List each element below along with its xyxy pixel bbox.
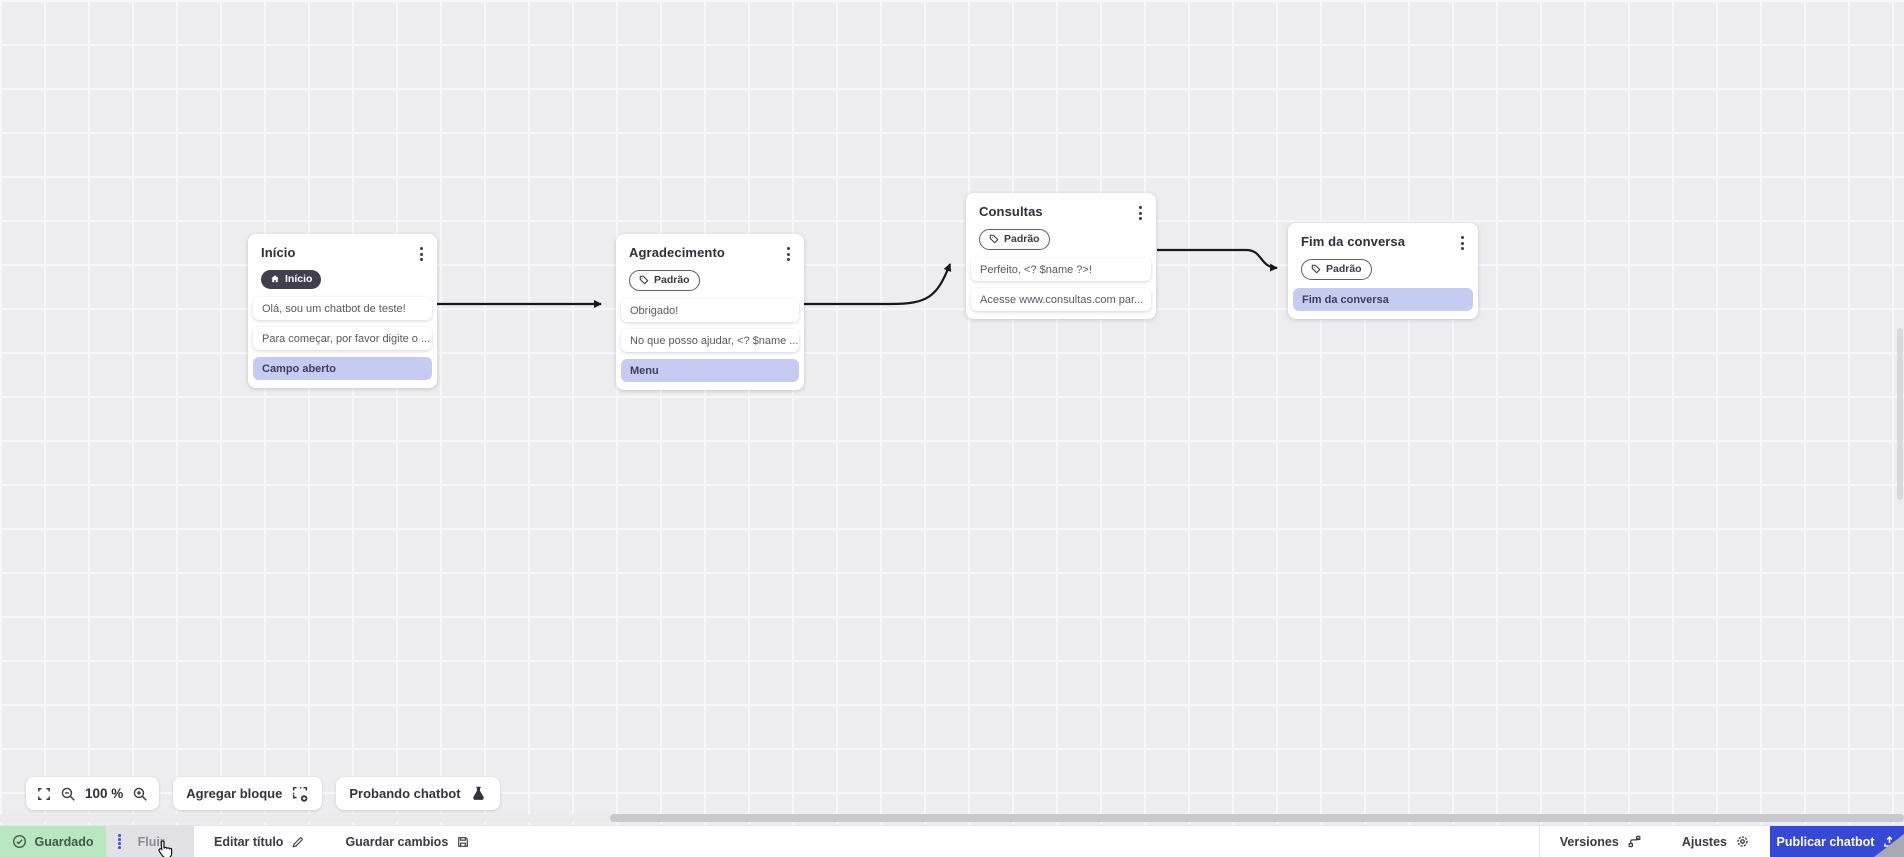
home-icon bbox=[271, 275, 279, 283]
save-changes-button[interactable]: Guardar cambios bbox=[325, 826, 490, 857]
node-fim-da-conversa[interactable]: Fim da conversa Padrão Fim da conversa bbox=[1288, 223, 1478, 319]
kebab-menu-icon[interactable] bbox=[416, 245, 427, 263]
node-agradecimento[interactable]: Agradecimento Padrão Obrigado! No que po… bbox=[616, 234, 804, 390]
node-badge: Padrão bbox=[979, 229, 1050, 250]
node-title: Consultas bbox=[979, 204, 1043, 219]
zoom-out-icon[interactable] bbox=[60, 786, 76, 802]
versions-button[interactable]: Versiones bbox=[1540, 826, 1662, 857]
add-block-icon bbox=[293, 786, 308, 802]
tag-icon bbox=[639, 275, 649, 285]
input-block[interactable]: Campo aberto bbox=[253, 357, 432, 381]
fit-screen-icon[interactable] bbox=[37, 787, 51, 801]
edit-title-button[interactable]: Editar título bbox=[194, 826, 325, 857]
message-block[interactable]: Acesse www.consultas.com par... bbox=[971, 287, 1151, 311]
message-block[interactable]: Perfeito, <? $name ?>! bbox=[971, 257, 1151, 281]
message-block[interactable]: Para começar, por favor digite o ... bbox=[253, 327, 432, 351]
pencil-icon bbox=[292, 836, 304, 847]
canvas-toolbar: 100 % Agregar bloque Probando chatbot bbox=[26, 777, 500, 810]
message-block[interactable]: Obrigado! bbox=[621, 298, 799, 322]
floppy-disk-icon bbox=[458, 836, 469, 847]
kebab-menu-icon[interactable] bbox=[1457, 234, 1468, 252]
saved-status-badge: Guardado bbox=[0, 826, 106, 857]
menu-block[interactable]: Menu bbox=[621, 358, 799, 382]
node-title: Início bbox=[261, 245, 296, 260]
horizontal-scrollbar[interactable] bbox=[0, 814, 1904, 822]
node-badge: Início bbox=[261, 270, 322, 289]
mouse-cursor bbox=[158, 840, 173, 857]
add-block-button[interactable]: Agregar bloque bbox=[173, 777, 323, 810]
node-badge: Padrão bbox=[629, 270, 700, 291]
gear-icon bbox=[1737, 836, 1748, 847]
vertical-scrollbar-thumb[interactable] bbox=[1897, 328, 1903, 500]
check-circle-icon bbox=[13, 835, 27, 848]
wire-agradecimento-consultas bbox=[804, 263, 952, 306]
zoom-controls: 100 % bbox=[26, 777, 160, 810]
status-bar: Guardado Fluir Editar título Guardar cam… bbox=[0, 825, 1904, 857]
kebab-menu-icon[interactable] bbox=[1135, 204, 1146, 222]
tab-flow[interactable]: Fluir bbox=[106, 826, 194, 857]
drag-handle-icon[interactable] bbox=[118, 834, 121, 849]
zoom-in-icon[interactable] bbox=[132, 786, 148, 802]
message-block[interactable]: Olá, sou um chatbot de teste! bbox=[253, 297, 432, 321]
node-title: Agradecimento bbox=[629, 245, 725, 260]
tag-icon bbox=[1311, 264, 1321, 274]
end-block[interactable]: Fim da conversa bbox=[1293, 287, 1473, 311]
node-badge: Padrão bbox=[1301, 259, 1372, 280]
kebab-menu-icon[interactable] bbox=[783, 245, 794, 263]
flask-icon bbox=[472, 786, 484, 800]
node-inicio[interactable]: Início Início Olá, sou um chatbot de tes… bbox=[248, 234, 437, 389]
node-title: Fim da conversa bbox=[1301, 234, 1406, 249]
node-consultas[interactable]: Consultas Padrão Perfeito, <? $name ?>! … bbox=[966, 193, 1156, 319]
message-block[interactable]: No que posso ajudar, <? $name ... bbox=[621, 328, 799, 352]
horizontal-scrollbar-thumb[interactable] bbox=[610, 814, 1904, 822]
zoom-level: 100 % bbox=[85, 786, 124, 801]
versions-icon bbox=[1628, 835, 1641, 848]
tag-icon bbox=[989, 234, 999, 244]
corner-resize-fold bbox=[1874, 834, 1904, 857]
settings-button[interactable]: Ajustes bbox=[1662, 826, 1770, 857]
test-chatbot-button[interactable]: Probando chatbot bbox=[336, 777, 500, 810]
wire-consultas-fim bbox=[1157, 248, 1278, 272]
divider bbox=[1538, 826, 1540, 857]
